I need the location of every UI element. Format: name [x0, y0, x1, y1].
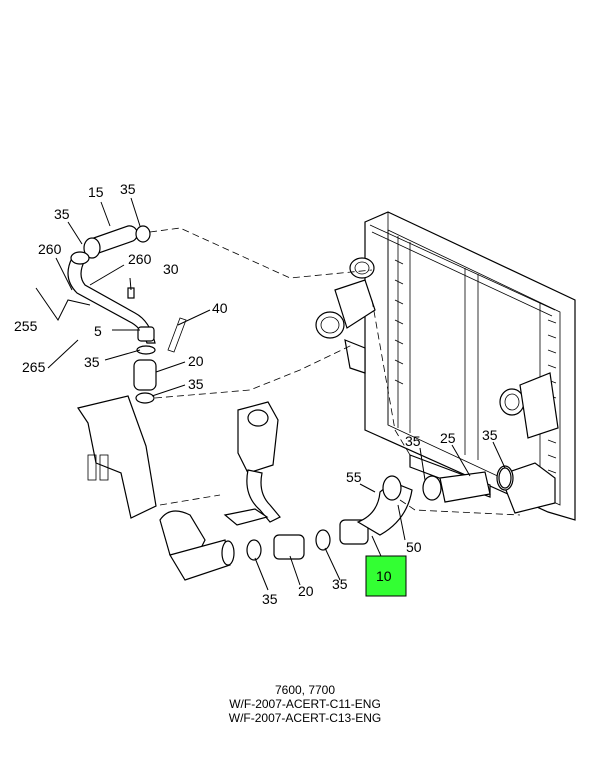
callout-15[interactable]: 15: [88, 184, 104, 200]
thermostat-housing: [223, 401, 281, 526]
highlight-box-part-10[interactable]: [365, 555, 407, 597]
model-caption-line-2: W/F-2007-ACERT-C11-ENG: [229, 697, 381, 711]
lower-hose-assembly: [159, 467, 512, 581]
callout-35[interactable]: 35: [332, 576, 348, 592]
callout-55[interactable]: 55: [346, 469, 362, 485]
callout-10[interactable]: 10: [376, 568, 392, 584]
model-caption-line-3: W/F-2007-ACERT-C13-ENG: [228, 711, 382, 725]
callout-35[interactable]: 35: [405, 433, 421, 449]
callout-265[interactable]: 265: [22, 359, 46, 375]
callout-35[interactable]: 35: [262, 591, 278, 607]
assembly-guide-lines: [149, 227, 521, 516]
callout-260[interactable]: 260: [128, 251, 152, 267]
mounting-bracket: [77, 395, 157, 519]
callout-35[interactable]: 35: [120, 181, 136, 197]
callout-labels: 15 35 35 260 260 30 255 5 40 35 20 265 3…: [14, 181, 498, 607]
callout-5[interactable]: 5: [94, 323, 102, 339]
callout-25[interactable]: 25: [440, 430, 456, 446]
model-caption-line-1: 7600, 7700: [274, 683, 336, 697]
callout-20[interactable]: 20: [298, 583, 314, 599]
callout-40[interactable]: 40: [212, 300, 228, 316]
callout-30[interactable]: 30: [163, 261, 179, 277]
callout-35[interactable]: 35: [54, 206, 70, 222]
leader-lines: [35, 197, 506, 591]
callout-35[interactable]: 35: [188, 376, 204, 392]
callout-255[interactable]: 255: [14, 318, 38, 334]
radiator-assembly: [315, 211, 576, 521]
callout-260[interactable]: 260: [38, 241, 62, 257]
callout-35[interactable]: 35: [84, 354, 100, 370]
callout-50[interactable]: 50: [406, 539, 422, 555]
upper-hose-assembly: [67, 225, 187, 404]
callout-20[interactable]: 20: [188, 353, 204, 369]
callout-35[interactable]: 35: [482, 427, 498, 443]
